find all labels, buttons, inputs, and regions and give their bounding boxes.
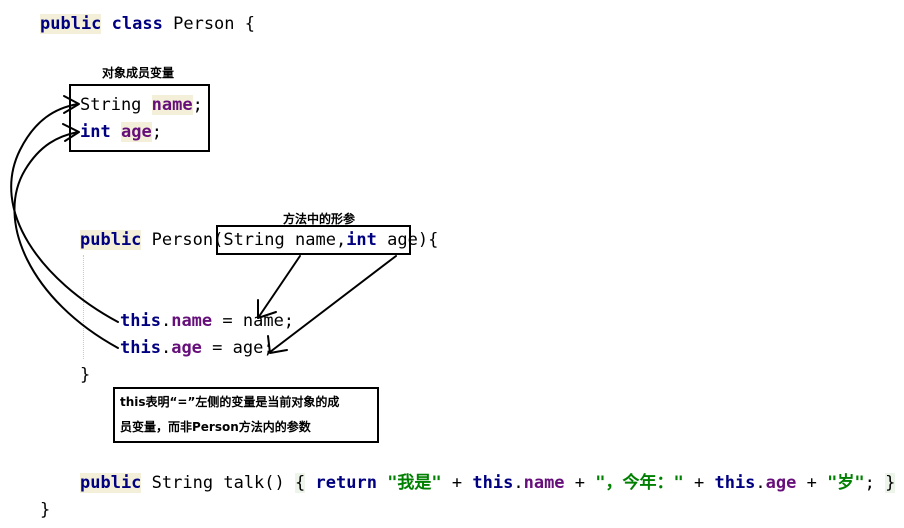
constructor-declaration: public Person(String name,int age){ bbox=[80, 228, 438, 252]
constructor-name: Person( bbox=[151, 230, 224, 250]
indent-guide bbox=[83, 255, 84, 359]
class-declaration: public class Person { bbox=[40, 12, 255, 36]
arrowhead-rhs-age bbox=[267, 335, 288, 354]
arrow-this-age-to-member bbox=[13, 131, 119, 349]
constructor-open: ){ bbox=[417, 230, 439, 250]
field-type: int bbox=[80, 122, 111, 142]
note-line-2: 员变量，而非Person方法内的参数 bbox=[120, 420, 311, 434]
semicolon: ; bbox=[192, 95, 203, 115]
field-age: age bbox=[120, 122, 152, 142]
param-name: name, bbox=[295, 230, 347, 250]
arrow-param-name-to-rhs bbox=[257, 255, 301, 319]
member-age-ref: age bbox=[171, 338, 202, 358]
assign-rest: = name; bbox=[212, 311, 295, 331]
plus-operator: + bbox=[683, 473, 715, 493]
string-literal: "岁" bbox=[827, 473, 865, 493]
arrowhead-member-name bbox=[63, 95, 80, 114]
dot: . bbox=[755, 473, 766, 493]
method-signature: talk() bbox=[223, 473, 285, 493]
plus-operator: + bbox=[564, 473, 596, 493]
string-literal: "我是" bbox=[387, 473, 442, 493]
keyword-this: this bbox=[472, 473, 514, 493]
arrowhead-rhs-name bbox=[257, 299, 277, 319]
keyword-class: class bbox=[111, 14, 163, 34]
keyword-public: public bbox=[80, 473, 142, 493]
member-age-ref: age bbox=[765, 473, 797, 493]
keyword-return: return bbox=[315, 473, 377, 493]
arrow-param-age-to-rhs bbox=[269, 255, 397, 353]
members-box bbox=[69, 84, 210, 152]
constructor-close-brace: } bbox=[80, 365, 91, 385]
keyword-public: public bbox=[80, 230, 142, 250]
string-literal: "，今年：" bbox=[595, 473, 684, 493]
dot: . bbox=[160, 338, 172, 358]
semicolon: ; bbox=[864, 473, 875, 493]
field-name-declaration: String name; bbox=[80, 93, 203, 117]
field-name: name bbox=[151, 95, 193, 115]
semicolon: ; bbox=[151, 122, 162, 142]
member-name-ref: name bbox=[171, 311, 213, 331]
arrowhead-member-age bbox=[62, 123, 80, 142]
param-type: int bbox=[346, 230, 377, 250]
assign-age-statement: this.age = age; bbox=[120, 336, 274, 360]
fold-close-brace: } bbox=[885, 473, 896, 493]
dot: . bbox=[160, 311, 172, 331]
fold-open-brace: { bbox=[295, 473, 306, 493]
dot: . bbox=[513, 473, 524, 493]
member-name-ref: name bbox=[523, 473, 565, 493]
keyword-this: this bbox=[120, 311, 161, 331]
members-label: 对象成员变量 bbox=[102, 66, 175, 80]
assign-name-statement: this.name = name; bbox=[120, 309, 294, 333]
plus-operator: + bbox=[441, 473, 473, 493]
class-close-brace: } bbox=[40, 500, 51, 520]
talk-method: public String talk() { return "我是" + thi… bbox=[80, 471, 896, 495]
assign-rest: = age; bbox=[201, 338, 274, 358]
field-age-declaration: int age; bbox=[80, 120, 162, 144]
params-label: 方法中的形参 bbox=[283, 212, 356, 226]
note-box bbox=[113, 387, 379, 443]
keyword-this: this bbox=[714, 473, 756, 493]
arrow-this-name-to-member bbox=[10, 103, 119, 323]
plus-operator: + bbox=[796, 473, 828, 493]
param-type: String bbox=[223, 230, 285, 250]
field-type: String bbox=[80, 95, 142, 115]
keyword-this: this bbox=[120, 338, 161, 358]
open-brace: { bbox=[244, 14, 256, 34]
params-box bbox=[216, 225, 411, 255]
keyword-public: public bbox=[40, 14, 102, 34]
class-name: Person bbox=[173, 14, 235, 34]
return-type: String bbox=[151, 473, 214, 493]
note-line-1: this表明“=”左侧的变量是当前对象的成 bbox=[120, 395, 340, 409]
